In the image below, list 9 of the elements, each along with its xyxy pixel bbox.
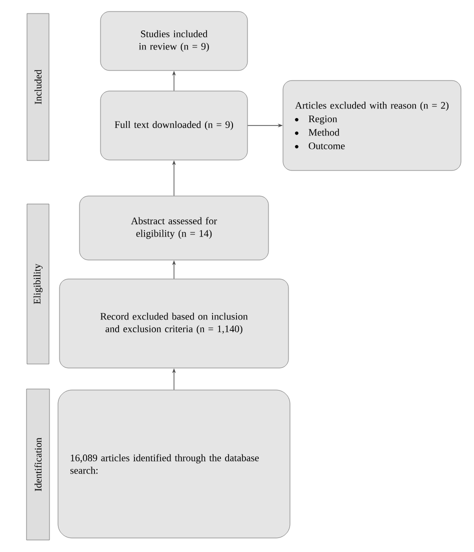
process-box: 16,089 articles identified through the database search: <box>58 390 290 538</box>
stage-band: Identification <box>26 388 50 540</box>
process-box: Full text downloaded (n = 9) <box>100 90 248 160</box>
process-box: Record excluded based on inclusion and exclusion criteria (n = 1,140) <box>59 278 289 368</box>
process-box: Studies included in review (n = 9) <box>100 11 248 71</box>
process-box: Articles excluded with reason (n = 2) Region Method Outcome <box>282 80 462 171</box>
stage-band: Included <box>26 13 50 161</box>
process-box: Abstract assessed for eligibility (n = 14) <box>79 196 269 260</box>
stage-band: Eligibility <box>26 204 50 364</box>
